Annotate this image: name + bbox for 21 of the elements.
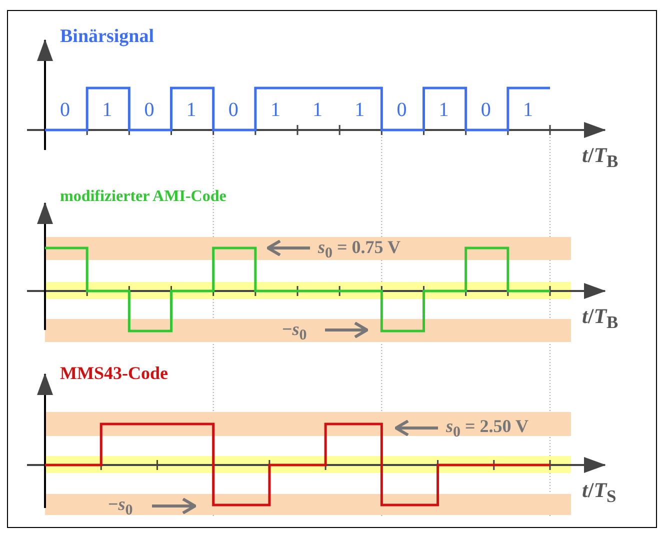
- bit-value: 1: [438, 100, 449, 120]
- level-label: s$_{0}$ = 0.75 V: [318, 238, 400, 262]
- bit-value: 1: [312, 100, 323, 120]
- bit-value: 0: [60, 100, 70, 120]
- bit-value: 1: [354, 100, 365, 120]
- bit-value: 1: [102, 100, 112, 120]
- bit-value: 0: [144, 100, 154, 120]
- axis-label: t/T$_{B}$: [582, 306, 618, 332]
- level-label: −s$_{0}$: [108, 495, 133, 519]
- bit-value: 1: [186, 100, 196, 120]
- bit-value: 1: [522, 100, 533, 120]
- panel-title: modifizierter AMI-Code: [60, 189, 226, 205]
- axis-label: t/T$_{B}$: [582, 145, 618, 171]
- panel-title: MMS43-Code: [60, 364, 168, 382]
- level-label: −s$_{0}$: [282, 320, 307, 344]
- bit-value: 0: [396, 100, 407, 120]
- panel-title: Binärsignal: [60, 27, 154, 46]
- axis-label: t/T$_{S}$: [582, 480, 616, 506]
- bit-value: 0: [480, 100, 491, 120]
- bit-value: 1: [270, 100, 280, 120]
- bit-value: 0: [228, 100, 238, 120]
